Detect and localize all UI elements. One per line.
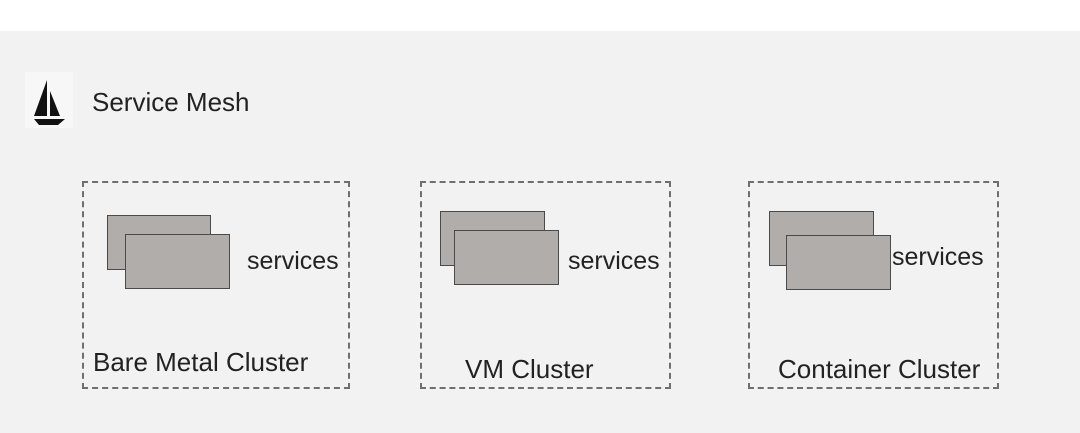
services-label: services: [892, 243, 984, 271]
services-label: services: [568, 247, 660, 275]
mesh-title: Service Mesh: [92, 87, 250, 117]
container-cluster-box: [748, 181, 999, 389]
service-card-front: [125, 234, 230, 289]
vm-cluster-box: [420, 181, 671, 389]
sailboat-icon: [25, 72, 73, 128]
services-label: services: [247, 247, 339, 275]
service-card-front: [786, 235, 891, 290]
cluster-label: Container Cluster: [778, 354, 981, 384]
cluster-label: Bare Metal Cluster: [93, 347, 309, 377]
bare-metal-cluster-box: [82, 181, 350, 389]
cluster-label: VM Cluster: [465, 354, 594, 384]
service-card-front: [454, 230, 559, 285]
